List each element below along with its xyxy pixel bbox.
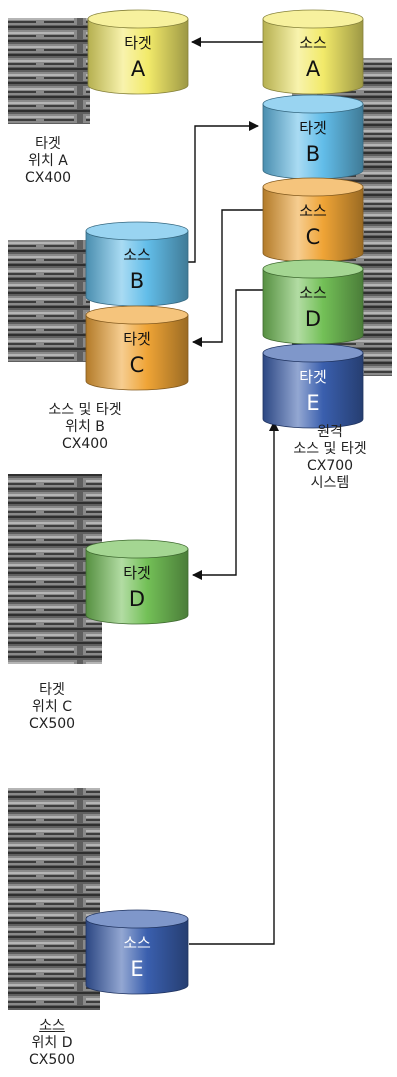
cylinder-target-a: 타겟 A [87, 9, 189, 95]
remote-description: 소스 및 타겟 [293, 441, 367, 457]
cylinder-target-d: 타겟 D [85, 539, 189, 625]
cylinder-target-c: 타겟 C [85, 305, 189, 391]
arrow-source-c-to-target-c [192, 209, 264, 347]
cylinder-top [85, 221, 189, 241]
cylinder-top [262, 177, 364, 197]
cylinder-top [262, 94, 364, 114]
cylinder-letter-label: C [306, 225, 321, 249]
site-d-location: 위치 D [31, 1035, 73, 1051]
site-c-model: CX500 [28, 716, 76, 732]
storage-rack-site-d [8, 788, 100, 1010]
cylinder-target-e: 타겟 E [262, 343, 364, 429]
cylinder-letter-label: D [305, 307, 321, 331]
arrow-source-d-to-target-d [192, 289, 264, 580]
cylinder-role-label: 타겟 [123, 330, 151, 348]
cylinder-body [85, 918, 189, 995]
cylinder-role-label: 타겟 [299, 368, 327, 386]
cylinder-top [85, 909, 189, 929]
site-a-location: 위치 A [28, 153, 68, 169]
cylinder-letter-label: D [129, 587, 145, 611]
cylinder-letter-label: B [130, 269, 144, 293]
remote-model: CX700 [306, 458, 354, 474]
site-c-location: 위치 C [32, 699, 72, 715]
cylinder-role-label: 소스 [299, 34, 327, 52]
cylinder-letter-label: E [306, 391, 319, 415]
storage-rack-site-a [8, 18, 90, 124]
cylinder-source-a: 소스 A [262, 9, 364, 95]
arrow-source-b-to-target-b [188, 121, 259, 263]
arrow-source-e-to-target-e [189, 421, 279, 945]
cylinder-source-d: 소스 D [262, 259, 364, 345]
cylinder-role-label: 소스 [299, 284, 327, 302]
cylinder-role-label: 소스 [123, 934, 151, 952]
cylinder-body [85, 548, 189, 625]
cylinder-source-c: 소스 C [262, 177, 364, 263]
cylinder-top [85, 539, 189, 559]
cylinder-body [262, 18, 364, 95]
site-d-model: CX500 [28, 1052, 76, 1068]
cylinder-top [262, 9, 364, 29]
cylinder-role-label: 소스 [299, 202, 327, 220]
cylinder-role-label: 타겟 [299, 119, 327, 137]
site-b-model: CX400 [61, 436, 109, 452]
cylinder-body [262, 352, 364, 429]
site-c-role: 타겟 [39, 682, 65, 698]
cylinder-body [87, 18, 189, 95]
cylinder-top [262, 343, 364, 363]
remote-system-label: 원격 소스 및 타겟 CX700 시스템 [268, 424, 392, 492]
cylinder-body [85, 314, 189, 391]
site-b-role: 소스 및 타겟 [48, 402, 122, 418]
cylinder-source-e: 소스 E [85, 909, 189, 995]
cylinder-source-b: 소스 B [85, 221, 189, 307]
site-d-label: 소스 위치 D CX500 [2, 1018, 102, 1069]
site-b-location: 위치 B [65, 419, 105, 435]
cylinder-top [87, 9, 189, 29]
cylinder-letter-label: E [130, 957, 143, 981]
cylinder-role-label: 타겟 [123, 564, 151, 582]
cylinder-letter-label: C [130, 353, 145, 377]
site-b-label: 소스 및 타겟 위치 B CX400 [10, 402, 160, 453]
site-c-label: 타겟 위치 C CX500 [2, 682, 102, 733]
cylinder-letter-label: A [131, 57, 146, 81]
remote-role: 원격 [317, 424, 343, 440]
cylinder-target-b: 타겟 B [262, 94, 364, 180]
connector-lines [188, 37, 279, 945]
site-d-role: 소스 [39, 1018, 65, 1034]
remote-system: 시스템 [310, 475, 350, 491]
cylinder-role-label: 타겟 [124, 34, 152, 52]
storage-rack-site-b [8, 240, 90, 362]
cylinder-letter-label: A [306, 57, 321, 81]
cylinder-top [262, 259, 364, 279]
site-a-role: 타겟 [35, 136, 61, 152]
site-a-model: CX400 [24, 170, 72, 186]
cylinder-top [85, 305, 189, 325]
cylinder-letter-label: B [306, 142, 320, 166]
cylinder-role-label: 소스 [123, 246, 151, 264]
site-a-label: 타겟 위치 A CX400 [2, 136, 94, 187]
